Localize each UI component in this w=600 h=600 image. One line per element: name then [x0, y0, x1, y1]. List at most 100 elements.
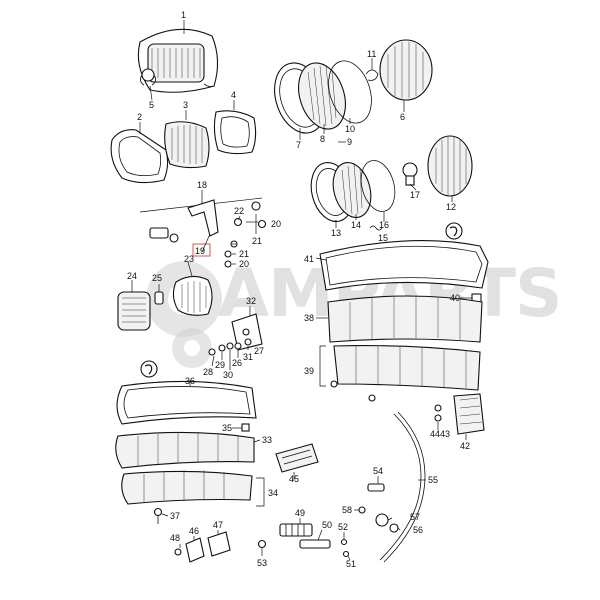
- callout-6: 6: [400, 112, 405, 122]
- part-16-seal-ring[interactable]: [356, 157, 400, 216]
- callout-32: 32: [246, 296, 256, 306]
- callout-39: 39: [304, 366, 314, 376]
- fasteners-43-44[interactable]: [434, 404, 442, 422]
- part-53-nut[interactable]: [257, 539, 267, 549]
- fasteners-26-31[interactable]: [208, 338, 252, 356]
- part-2-lens-frame[interactable]: [110, 129, 169, 184]
- callout-57: 57: [410, 512, 420, 522]
- callout-54: 54: [373, 466, 383, 476]
- callout-29: 29: [215, 360, 225, 370]
- callout-7: 7: [296, 140, 301, 150]
- part-8-round-lens[interactable]: [291, 57, 354, 135]
- callout-45: 45: [289, 474, 299, 484]
- part-50-plate[interactable]: [299, 539, 331, 549]
- callout-43: 43: [440, 429, 450, 439]
- part-39-tail-lens-lower[interactable]: [330, 345, 481, 391]
- part-11-spring-clip[interactable]: [365, 69, 379, 81]
- part-15-spring[interactable]: [369, 225, 383, 231]
- callout-25: 25: [152, 273, 162, 283]
- callout-34: 34: [268, 488, 278, 498]
- callout-44: 44: [430, 429, 440, 439]
- callout-46: 46: [189, 526, 199, 536]
- part-18-bracket-assembly[interactable]: [139, 197, 263, 243]
- callout-28: 28: [203, 367, 213, 377]
- callout-13: 13: [331, 228, 341, 238]
- callout-19: 19: [195, 246, 205, 256]
- part-33-front-lens[interactable]: [115, 431, 255, 469]
- callout-11: 11: [367, 49, 376, 59]
- callout-42: 42: [460, 441, 470, 451]
- part-4-gasket[interactable]: [213, 110, 257, 155]
- callout-21-upper: 21: [252, 236, 262, 246]
- part-24-side-lens[interactable]: [117, 291, 151, 331]
- part-54-bulb-holder[interactable]: [367, 483, 385, 492]
- callout-58: 58: [342, 505, 352, 515]
- callout-20-upper: 20: [271, 219, 281, 229]
- callout-36: 36: [185, 376, 195, 386]
- callout-18: 18: [197, 180, 207, 190]
- part-47-plate[interactable]: [207, 531, 231, 557]
- part-46-plate[interactable]: [185, 537, 205, 563]
- part-6-round-lamp[interactable]: [379, 39, 433, 101]
- callout-49: 49: [295, 508, 305, 518]
- callout-22: 22: [234, 206, 244, 216]
- callout-3: 3: [183, 100, 188, 110]
- callout-27: 27: [254, 346, 264, 356]
- callout-52: 52: [338, 522, 348, 532]
- part-35-screw[interactable]: [241, 423, 250, 432]
- part-45-marker-lamp[interactable]: [275, 443, 319, 473]
- callout-12: 12: [446, 202, 456, 212]
- callout-47: 47: [213, 520, 223, 530]
- part-41-lens-gasket[interactable]: [319, 240, 489, 291]
- part-42-indicator-housing[interactable]: [453, 393, 485, 435]
- fasteners-51-52[interactable]: [340, 538, 350, 558]
- part-1-headlamp-housing[interactable]: [137, 28, 219, 93]
- parts-56-58-socket[interactable]: [358, 506, 399, 533]
- callout-21-lower: 21: [239, 249, 249, 259]
- part-55-cable[interactable]: [368, 394, 426, 563]
- part-5-bulb-holder[interactable]: [140, 68, 156, 86]
- callout-48: 48: [170, 533, 180, 543]
- part-38-tail-lens[interactable]: [327, 295, 483, 343]
- leader-lines: [131, 20, 472, 561]
- note-badge-1: [445, 222, 463, 240]
- part-17-bulb[interactable]: [402, 162, 418, 186]
- part-3-lens[interactable]: [164, 121, 210, 169]
- callout-33: 33: [262, 435, 272, 445]
- part-49-connector[interactable]: [279, 523, 313, 537]
- callout-35: 35: [222, 423, 232, 433]
- part-23-side-lamp[interactable]: [172, 275, 213, 316]
- callout-5: 5: [149, 100, 154, 110]
- part-12-round-lamp[interactable]: [427, 135, 473, 197]
- callout-41: 41: [304, 254, 314, 264]
- callout-15: 15: [378, 233, 388, 243]
- part-32-bracket-plate[interactable]: [231, 313, 263, 351]
- part-25-nut[interactable]: [154, 291, 164, 305]
- part-34-front-lens-lower[interactable]: [121, 470, 253, 505]
- callout-20-lower: 20: [239, 259, 249, 269]
- callout-53: 53: [257, 558, 267, 568]
- fastener-stack-20-22[interactable]: [224, 217, 267, 268]
- callout-31: 31: [243, 352, 253, 362]
- callout-8: 8: [320, 134, 325, 144]
- callout-14: 14: [351, 220, 361, 230]
- callout-4: 4: [231, 90, 236, 100]
- part-36-lens-gasket[interactable]: [116, 380, 257, 425]
- callout-26: 26: [232, 358, 242, 368]
- callout-23: 23: [184, 254, 194, 264]
- part-48-screw[interactable]: [174, 548, 182, 556]
- callout-labels: 1 2 3 4 5 6 7 8 9 10 11 12 13 14 15 16 1…: [127, 10, 470, 569]
- part-37-screw[interactable]: [153, 507, 163, 525]
- watermark-gear-small: [172, 328, 212, 368]
- callout-24: 24: [127, 271, 137, 281]
- part-10-seal-ring[interactable]: [321, 55, 379, 128]
- callout-37: 37: [170, 511, 180, 521]
- callout-2: 2: [137, 112, 142, 122]
- callout-1: 1: [181, 10, 186, 20]
- callout-16: 16: [379, 220, 389, 230]
- highlight-box-19: [192, 243, 211, 257]
- callout-55: 55: [428, 475, 438, 485]
- callout-50: 50: [322, 520, 332, 530]
